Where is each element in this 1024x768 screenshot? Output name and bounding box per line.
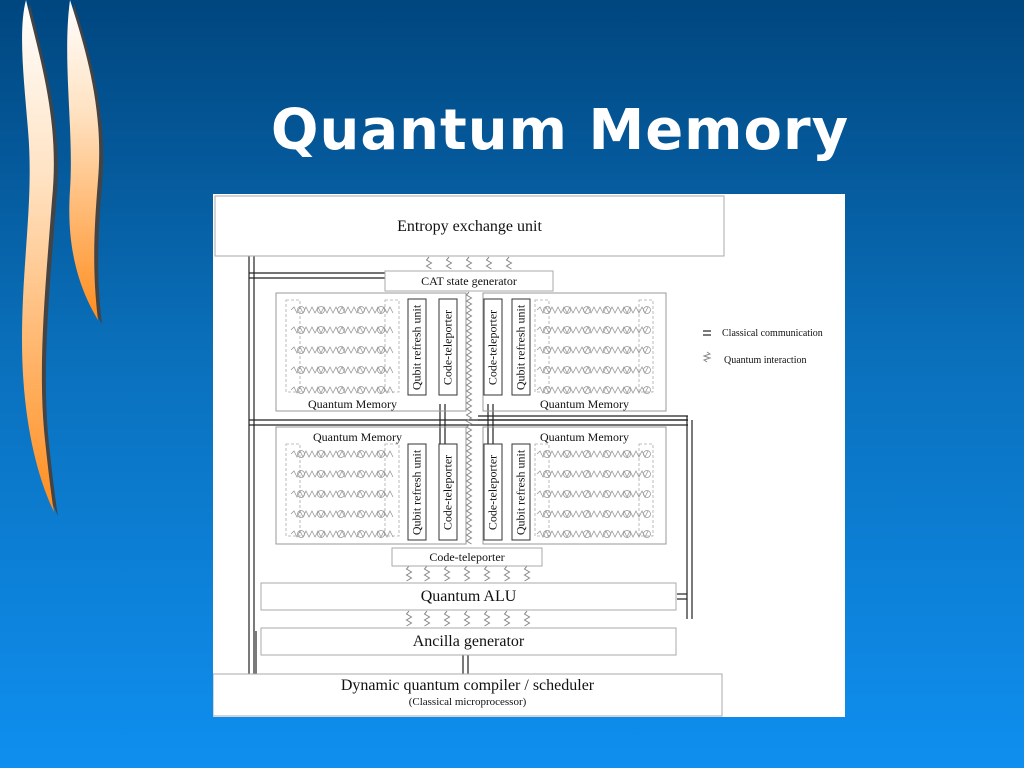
code-teleporter-bottom: Code-teleporter [429,550,505,564]
entropy-exchange-unit: Entropy exchange unit [397,218,542,235]
code-teleporter-tl: Code-teleporter [440,309,455,386]
flame-decoration [22,0,104,516]
code-teleporter-tr: Code-teleporter [485,309,500,386]
legend-quantum-label: Quantum interaction [724,355,807,366]
diagram-lines [213,195,725,717]
qubit-refresh-unit-tr: Qubit refresh unit [513,304,528,391]
code-teleporter-br: Code-teleporter [485,454,500,531]
qubit-refresh-unit-tl: Qubit refresh unit [409,304,424,391]
cat-state-generator: CAT state generator [421,274,517,288]
quantum-memory-label-top-left: Quantum Memory [308,397,397,411]
quantum-memory-label-bottom-right: Quantum Memory [540,430,629,444]
qubit-refresh-unit-br: Qubit refresh unit [513,449,528,536]
compiler-scheduler: Dynamic quantum compiler / scheduler [340,677,595,694]
compiler-subtitle: (Classical microprocessor) [408,696,527,708]
legend-classical-label: Classical communication [722,328,823,339]
slide-title: Quantum Memory [270,98,850,163]
quantum-alu: Quantum ALU [420,588,517,605]
quantum-memory-diagram: Entropy exchange unit CAT state generato… [213,194,845,717]
code-teleporter-bl: Code-teleporter [440,454,455,531]
quantum-memory-label-top-right: Quantum Memory [540,397,629,411]
ancilla-generator: Ancilla generator [412,633,525,650]
quantum-memory-label-bottom-left: Quantum Memory [313,430,402,444]
qubit-refresh-unit-bl: Qubit refresh unit [409,449,424,536]
